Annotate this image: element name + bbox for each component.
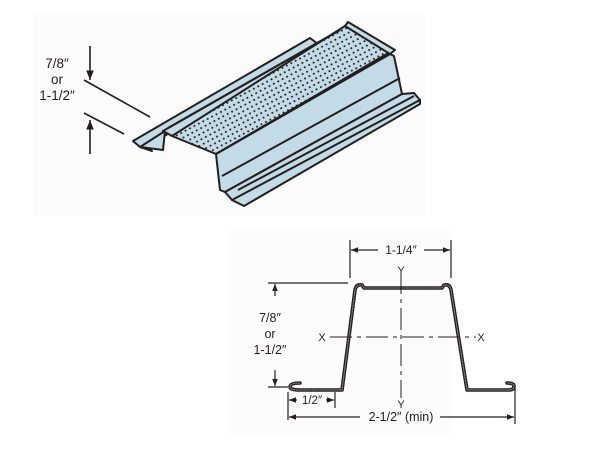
left-flange-hem	[139, 130, 166, 151]
height-dimension	[268, 282, 348, 388]
flange-label: 1/2″	[302, 395, 322, 407]
isometric-channel	[132, 21, 421, 207]
cross-section-profile	[288, 283, 516, 392]
cross-section-axes	[330, 272, 476, 398]
x-axis-label-right: X	[477, 332, 485, 344]
overall-width-dimension	[289, 387, 516, 424]
crease-line	[237, 95, 415, 191]
isometric-dimension-label: 7/8″ or 1-1/2″	[39, 56, 75, 103]
flange-dimension	[287, 392, 336, 420]
top-ridge-strip	[344, 21, 396, 55]
right-flange-hem	[231, 99, 421, 207]
y-axis-label-top: Y	[397, 265, 405, 277]
height-label-line2: or	[264, 327, 275, 341]
y-axis-label-bottom: Y	[397, 399, 405, 411]
top-width-label: 1-1/4″	[385, 243, 417, 257]
iso-label-line1: 7/8″	[45, 56, 69, 71]
channel-profile-inner	[289, 284, 515, 391]
crease-line	[221, 77, 401, 177]
cross-section-background	[228, 228, 452, 436]
height-label-line1: 7/8″	[259, 311, 281, 325]
overall-width-label: 2-1/2″ (min)	[369, 410, 434, 424]
top-width-dimension	[349, 240, 452, 278]
height-label-line3: 1-1/2″	[254, 343, 287, 357]
leader-line-bottom	[83, 112, 125, 135]
height-label: 7/8″ or 1-1/2″	[254, 311, 287, 357]
leader-line-top	[83, 79, 151, 118]
iso-label-line2: or	[51, 72, 64, 87]
axis-labels: X X Y Y	[318, 265, 485, 411]
x-axis-label-left: X	[318, 332, 326, 344]
iso-label-line3: 1-1/2″	[39, 88, 75, 103]
isometric-dimension	[83, 46, 151, 154]
